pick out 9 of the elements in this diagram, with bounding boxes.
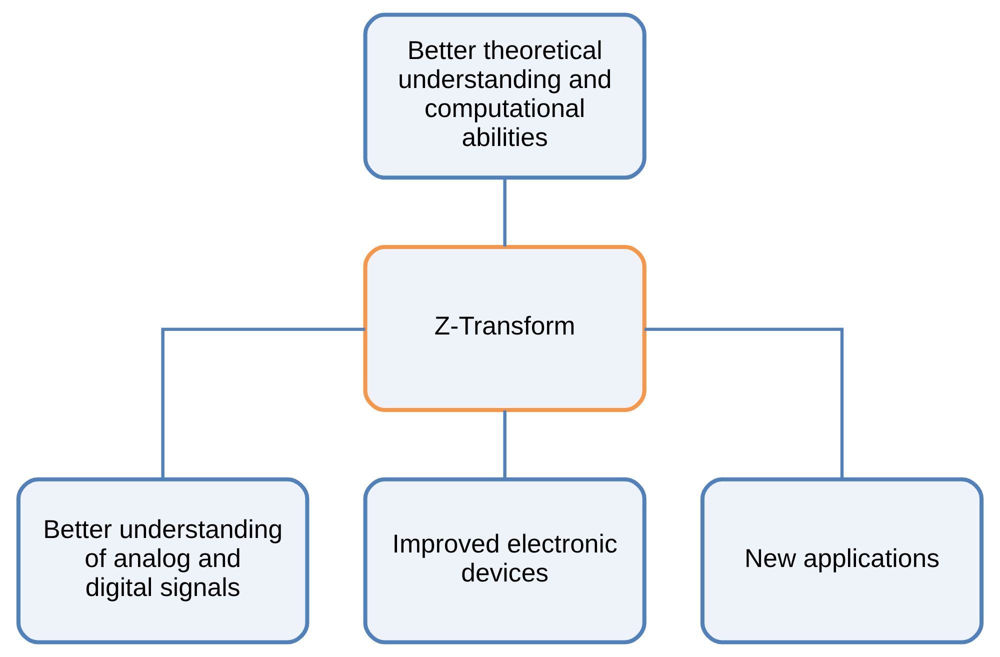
node-box: Z-Transform (363, 245, 646, 412)
node-box: Improved electronic devices (363, 477, 646, 644)
connector (503, 410, 506, 479)
connector (161, 328, 366, 480)
node-box: New applications (700, 477, 984, 644)
connector (503, 178, 506, 247)
connector (644, 328, 844, 480)
node-box: Better theoretical understanding and computational abilities (363, 12, 646, 180)
node-box: Better understanding of analog and digital signals (16, 477, 310, 644)
